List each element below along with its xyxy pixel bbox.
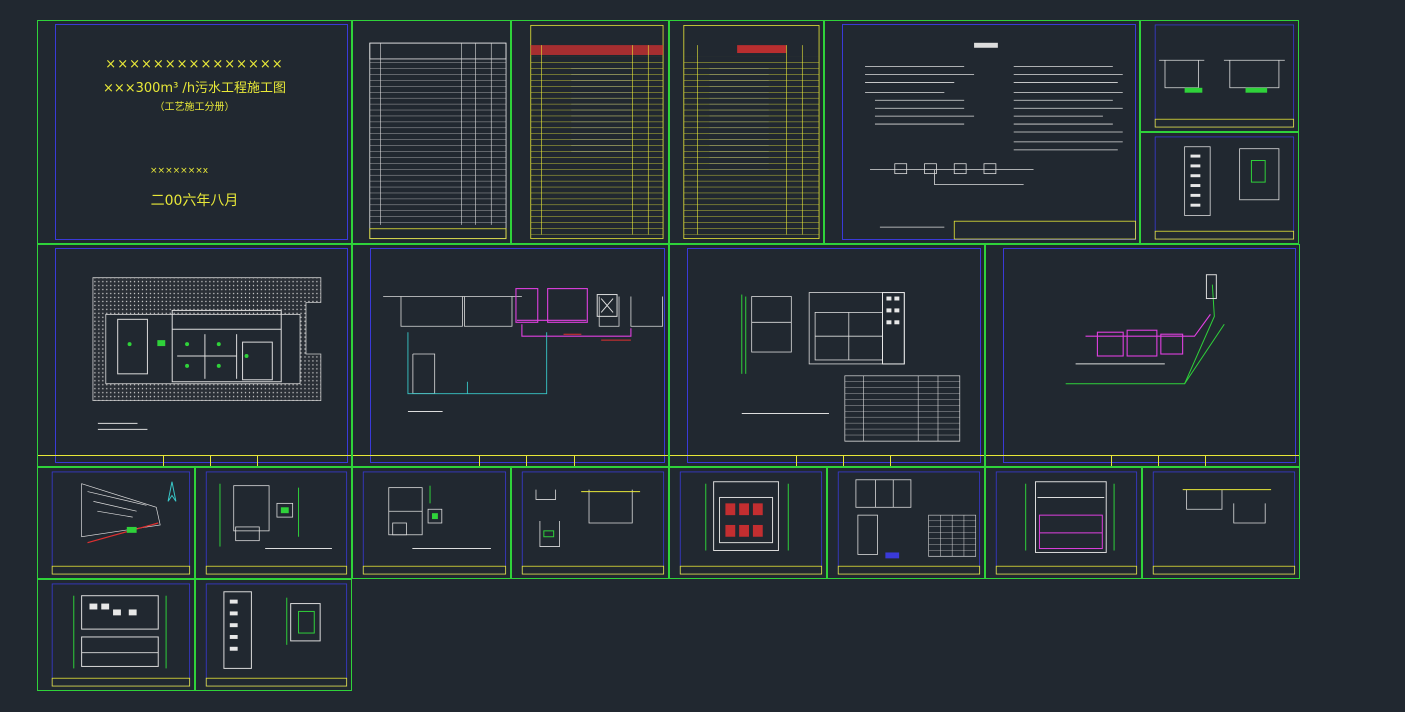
equipment-table-drawing-2 (683, 24, 820, 240)
section-small-drawing (1152, 471, 1296, 575)
sheet-tank-plan-1[interactable] (195, 467, 352, 579)
sheet-site-plan[interactable] (37, 244, 352, 467)
sheet-design-notes[interactable] (824, 20, 1140, 244)
sheet-tank-with-table[interactable] (827, 467, 985, 579)
sheet-location-map[interactable] (37, 467, 195, 579)
sheet-tank-red-plan[interactable] (669, 467, 827, 579)
sheet-plan-with-table[interactable] (669, 244, 985, 467)
sheet-tank-plan-4[interactable] (195, 579, 352, 691)
sheet-inner-frame (55, 24, 348, 240)
title-block (670, 455, 984, 466)
cover-company: ×××××××x (150, 166, 209, 176)
sheet-detail-1[interactable] (1140, 20, 1299, 132)
cover-title-line-1: ××××××××××××××× (105, 57, 284, 72)
site-plan-drawing (92, 277, 322, 430)
sheet-tank-plan-3[interactable] (37, 579, 195, 691)
sheet-process-elevation[interactable] (352, 244, 669, 467)
sheet-equipment-list-2[interactable] (669, 20, 824, 244)
detail-1-drawing (1154, 24, 1295, 128)
plan-with-table-drawing (741, 292, 961, 442)
title-block (986, 455, 1299, 466)
sheet-inner-frame (842, 24, 1136, 240)
index-table-drawing (369, 42, 507, 240)
title-block (353, 455, 668, 466)
detail-2-drawing (1154, 136, 1295, 240)
sheet-inner-frame (687, 248, 981, 463)
sheet-detail-2[interactable] (1140, 132, 1299, 244)
tank-with-table-drawing (837, 471, 981, 575)
design-notes-drawing (865, 42, 1137, 240)
equipment-table-drawing (530, 24, 664, 240)
location-map-drawing (51, 471, 191, 575)
sheet-isometric-piping[interactable] (985, 244, 1300, 467)
sheet-inner-frame (55, 248, 348, 463)
title-block (38, 455, 351, 466)
tank-plan-4-drawing (205, 583, 348, 687)
tank-magenta-plan-drawing (995, 471, 1138, 575)
process-elevation-drawing (383, 288, 664, 412)
sheet-cover[interactable]: ××××××××××××××× ×××300m³ /h污水工程施工图 （工艺施工… (37, 20, 352, 244)
tank-plan-3-drawing (51, 583, 191, 687)
cover-title-line-2: ×××300m³ /h污水工程施工图 (102, 81, 287, 96)
cover-date: 二00六年八月 (150, 193, 239, 209)
sheet-tank-magenta-plan[interactable] (985, 467, 1142, 579)
sheet-section-small[interactable] (1142, 467, 1300, 579)
sheet-tank-plan-2[interactable] (352, 467, 511, 579)
sheet-drawing-index[interactable] (352, 20, 511, 244)
sheet-section-details[interactable] (511, 467, 669, 579)
tank-plan-2-drawing (362, 471, 507, 575)
tank-plan-1-drawing (205, 471, 348, 575)
isometric-piping-drawing (1065, 274, 1225, 385)
tank-red-plan-drawing (679, 471, 823, 575)
sheet-inner-frame (1003, 248, 1296, 463)
section-details-drawing (521, 471, 665, 575)
cover-subtitle: （工艺施工分册） (154, 102, 235, 113)
sheet-inner-frame (370, 248, 665, 463)
sheet-equipment-list-1[interactable] (511, 20, 669, 244)
